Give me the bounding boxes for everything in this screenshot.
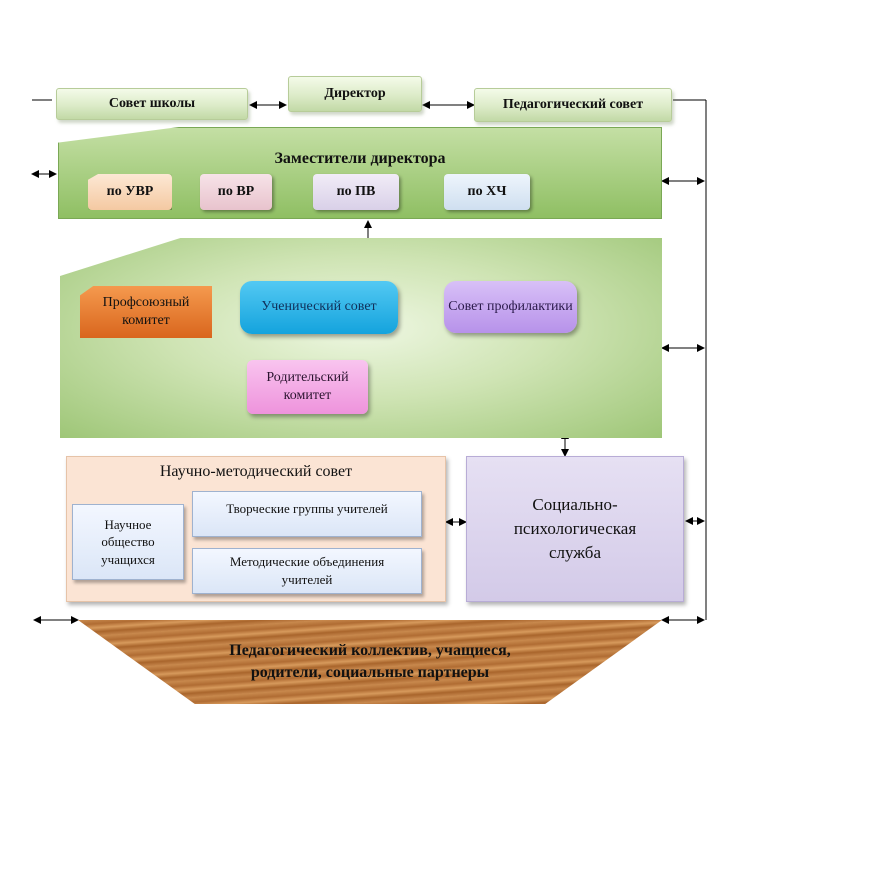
student-society-label: Научное общество учащихся [101, 516, 155, 567]
science-council-title: Научно-методический совет [159, 463, 353, 480]
union-committee-label: Профсоюзный комитет [102, 294, 190, 328]
parents-committee-label: Родительский комитет [266, 369, 349, 403]
deputy-pv-label: по ПВ [336, 184, 376, 199]
director-box: Директор [288, 76, 422, 112]
deputy-pv: по ПВ [313, 174, 399, 210]
social-service-label: Социально-психологическая служба [513, 495, 637, 562]
method-associations-label: Методические объединения учителей [229, 554, 385, 587]
deputies-title: Заместители директора [274, 150, 446, 167]
director-label: Директор [324, 86, 386, 101]
school-council-label: Совет школы [108, 96, 196, 111]
deputy-hch-label: по ХЧ [467, 184, 507, 199]
pedagogical-council-label: Педагогический совет [502, 97, 644, 112]
student-society-box: Научное общество учащихся [72, 504, 184, 580]
prevention-council-box: Совет профилактики [444, 281, 577, 333]
creative-groups-box: Творческие группы учителей [192, 491, 422, 537]
parents-committee-box: Родительский комитет [247, 360, 368, 414]
creative-groups-label: Творческие группы учителей [226, 501, 388, 516]
deputy-hch: по ХЧ [444, 174, 530, 210]
deputy-uvr-label: по УВР [106, 184, 154, 199]
deputy-uvr: по УВР [88, 174, 172, 210]
deputy-vr-label: по ВР [217, 184, 255, 199]
prevention-council-label: Совет профилактики [448, 298, 573, 314]
pedagogical-council-box: Педагогический совет [474, 88, 672, 122]
social-service-box: Социально-психологическая служба [466, 456, 684, 602]
student-council-box: Ученический совет [240, 281, 398, 334]
school-council-box: Совет школы [56, 88, 248, 120]
base-collective-label: Педагогический коллектив, учащиеся, роди… [229, 642, 511, 681]
method-associations-box: Методические объединения учителей [192, 548, 422, 594]
deputy-vr: по ВР [200, 174, 272, 210]
student-council-label: Ученический совет [261, 299, 377, 315]
union-committee-box: Профсоюзный комитет [80, 286, 212, 338]
